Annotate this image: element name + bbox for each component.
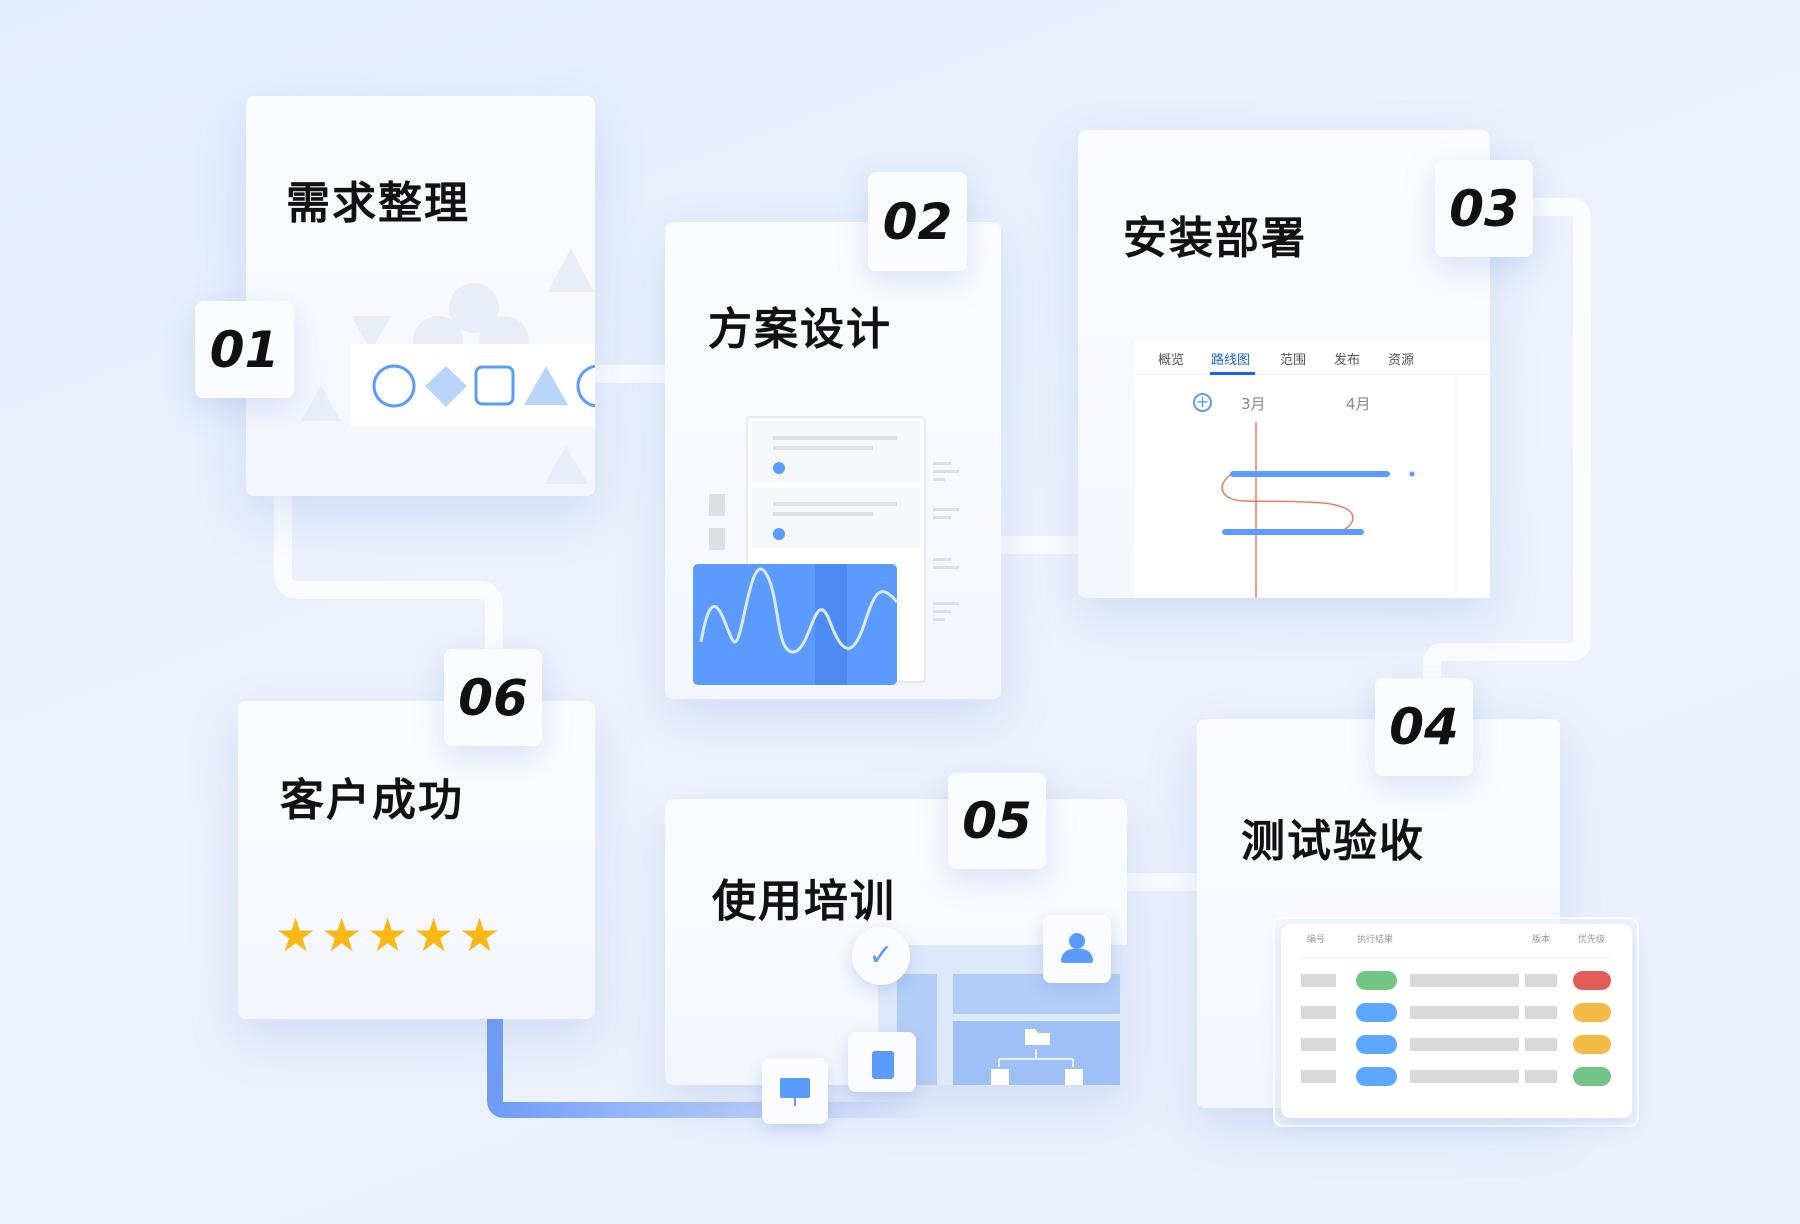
- step-title: 客户成功: [280, 775, 464, 826]
- star-icon: ★: [275, 908, 317, 962]
- placeholder-cell: [1410, 1038, 1519, 1051]
- step-title: 安装部署: [1123, 213, 1307, 264]
- tab-divider: [1134, 374, 1490, 375]
- header-divider: [1301, 957, 1613, 958]
- result-status-pill: [1356, 971, 1397, 990]
- result-status-pill: [1356, 1003, 1397, 1022]
- tab-resources[interactable]: 资源: [1388, 353, 1415, 368]
- star-icon: ★: [459, 908, 501, 962]
- placeholder-cell: [1525, 1006, 1557, 1019]
- priority-pill: [1573, 971, 1611, 990]
- placeholder-cell: [1525, 1038, 1557, 1051]
- tab-scope[interactable]: 范围: [1280, 353, 1307, 368]
- step-title: 使用培训: [712, 876, 896, 927]
- check-icon: ✓: [852, 927, 910, 985]
- step-number-badge: 05: [948, 773, 1046, 869]
- step-card-customer-success: [238, 701, 595, 1019]
- active-tab-indicator: [1210, 372, 1255, 375]
- priority-pill: [1573, 1003, 1611, 1022]
- column-header: 优先级: [1578, 935, 1606, 945]
- step-card-requirements: [246, 96, 595, 496]
- step-number-badge: 02: [868, 172, 967, 271]
- result-status-pill: [1356, 1035, 1397, 1054]
- user-icon: [1043, 915, 1111, 983]
- step-number-badge: 06: [444, 649, 542, 746]
- tab-roadmap[interactable]: 路线图: [1211, 353, 1251, 368]
- shapes-illustration: [301, 248, 595, 484]
- placeholder-cell: [1525, 974, 1557, 987]
- month-label: 4月: [1346, 395, 1371, 413]
- placeholder-cell: [1410, 1070, 1519, 1083]
- placeholder-cell: [1301, 1006, 1336, 1019]
- step-title: 方案设计: [708, 304, 892, 355]
- placeholder-cell: [1301, 974, 1336, 987]
- star-icon: ★: [413, 908, 455, 962]
- roadmap-panel: [1134, 340, 1490, 598]
- placeholder-cell: [1301, 1038, 1336, 1051]
- add-icon[interactable]: +: [1193, 393, 1212, 412]
- column-header: 编号: [1307, 935, 1326, 945]
- placeholder-cell: [1410, 974, 1519, 987]
- clipboard-icon: [848, 1032, 916, 1092]
- step-title: 测试验收: [1241, 816, 1425, 867]
- gantt-chart: [1221, 374, 1457, 598]
- placeholder-cell: [1410, 1006, 1519, 1019]
- step-number-badge: 04: [1375, 678, 1473, 776]
- placeholder-cell: [1301, 1070, 1336, 1083]
- priority-pill: [1573, 1035, 1611, 1054]
- column-header: 执行结果: [1357, 935, 1394, 945]
- tab-release[interactable]: 发布: [1334, 353, 1361, 368]
- month-label: 3月: [1241, 395, 1266, 413]
- star-icon: ★: [321, 908, 363, 962]
- priority-pill: [1573, 1067, 1611, 1086]
- step-number-badge: 03: [1435, 160, 1533, 257]
- tab-overview[interactable]: 概览: [1158, 353, 1185, 368]
- placeholder-cell: [1525, 1070, 1557, 1083]
- document-illustration: [693, 416, 959, 685]
- step-title: 需求整理: [286, 178, 470, 229]
- result-status-pill: [1356, 1067, 1397, 1086]
- column-header: 版本: [1532, 935, 1551, 945]
- presentation-icon: [762, 1058, 828, 1124]
- star-icon: ★: [367, 908, 409, 962]
- test-table: [1281, 924, 1632, 1118]
- step-number-badge: 01: [195, 301, 294, 398]
